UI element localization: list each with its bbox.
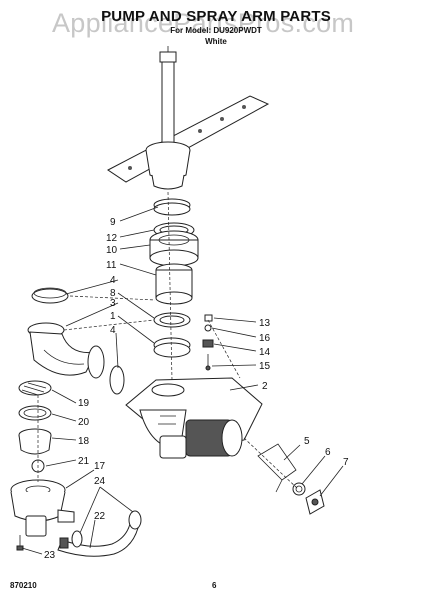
footer-code: 870210 bbox=[10, 581, 37, 590]
callout-18: 18 bbox=[78, 436, 90, 447]
callout-4-upper: 4 bbox=[110, 275, 116, 286]
callout-16: 16 bbox=[259, 333, 271, 344]
part-6 bbox=[292, 482, 306, 496]
hose-3 bbox=[27, 322, 105, 379]
part-20 bbox=[18, 405, 52, 421]
part-11 bbox=[155, 263, 193, 305]
model-line: For Model: DU920PWDT bbox=[170, 26, 262, 35]
callout-6: 6 bbox=[325, 447, 331, 458]
callout-17: 17 bbox=[94, 461, 106, 472]
callout-8: 8 bbox=[110, 288, 116, 299]
callout-15: 15 bbox=[259, 361, 271, 372]
hose-22 bbox=[57, 523, 139, 557]
callout-22: 22 bbox=[94, 511, 106, 522]
page-number: 6 bbox=[212, 581, 217, 590]
part-8 bbox=[153, 312, 191, 328]
callout-7: 7 bbox=[343, 457, 349, 468]
spray-arm-assembly bbox=[107, 46, 270, 190]
part-7 bbox=[305, 489, 325, 515]
callout-24: 24 bbox=[94, 476, 106, 487]
part-10 bbox=[149, 230, 199, 267]
part-9 bbox=[153, 198, 191, 216]
part-5 bbox=[257, 443, 297, 493]
color-line: White bbox=[205, 37, 227, 46]
callout-23: 23 bbox=[44, 550, 56, 561]
callout-3: 3 bbox=[110, 298, 116, 309]
callout-19: 19 bbox=[78, 398, 90, 409]
part-19 bbox=[18, 380, 52, 396]
callout-20: 20 bbox=[78, 417, 90, 428]
callout-21: 21 bbox=[78, 456, 90, 467]
callout-1: 1 bbox=[110, 311, 116, 322]
callout-14: 14 bbox=[259, 347, 271, 358]
callout-4-lower: 4 bbox=[110, 325, 116, 336]
part-18 bbox=[18, 428, 52, 455]
page-title: PUMP AND SPRAY ARM PARTS bbox=[101, 8, 331, 25]
callout-9: 9 bbox=[110, 217, 116, 228]
clamps-24 bbox=[71, 510, 142, 548]
callout-10: 10 bbox=[106, 245, 118, 256]
watermark: AppliancePartsPros.com bbox=[52, 8, 355, 38]
clamp-4-lower bbox=[109, 365, 125, 395]
small-parts bbox=[202, 314, 214, 371]
callout-13: 13 bbox=[259, 318, 271, 329]
clamp-4-upper bbox=[31, 287, 69, 304]
part-1 bbox=[153, 337, 191, 358]
callout-12: 12 bbox=[106, 233, 118, 244]
callout-11: 11 bbox=[106, 260, 117, 271]
callout-5: 5 bbox=[304, 436, 310, 447]
part-17 bbox=[10, 479, 75, 537]
pump-motor-assembly bbox=[125, 377, 263, 459]
callout-2: 2 bbox=[262, 381, 268, 392]
